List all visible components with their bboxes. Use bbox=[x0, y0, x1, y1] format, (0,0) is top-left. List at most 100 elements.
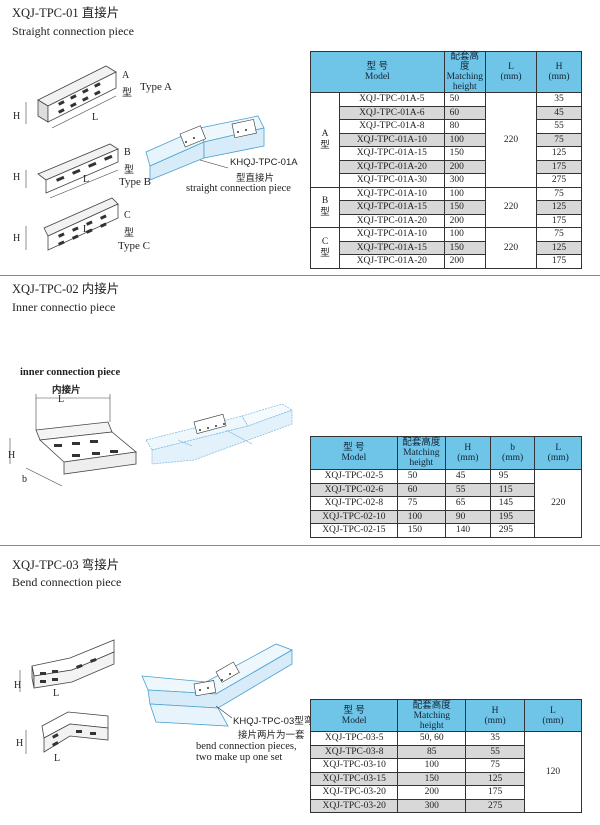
type-c-dim-l: L bbox=[83, 224, 90, 235]
model-cell: XQJ-TPC-01A-8 bbox=[339, 119, 445, 134]
matching-height-cell: 75 bbox=[396, 496, 446, 511]
type-c-cn: 型 bbox=[124, 228, 134, 239]
h-cell: 275 bbox=[536, 173, 582, 188]
h-cell: 175 bbox=[536, 254, 582, 269]
matching-height-cell: 85 bbox=[397, 744, 467, 759]
group-letter: C bbox=[321, 236, 329, 247]
section-2-title: XQJ-TPC-02 内接片 bbox=[12, 282, 120, 296]
b-cell: 145 bbox=[489, 496, 536, 511]
inner-connection-label-en: inner connection piece bbox=[20, 367, 121, 378]
matching-height-cell: 200 bbox=[443, 254, 487, 269]
type-a-cn: 型 bbox=[122, 88, 132, 99]
type-a-dim-l: L bbox=[92, 112, 99, 123]
h-cell: 75 bbox=[536, 132, 582, 147]
bend-connection-assembly-drawing bbox=[141, 643, 293, 727]
bend-callout-cn2: 接片两片为一套 bbox=[238, 730, 305, 741]
bend-top-dim-h: H bbox=[14, 680, 22, 691]
model-cell: XQJ-TPC-02-15 bbox=[310, 523, 398, 538]
type-b-piece-drawing bbox=[25, 143, 119, 199]
b-cell: 195 bbox=[489, 509, 536, 524]
bend-bottom-dim-h: H bbox=[16, 738, 24, 749]
model-cell: XQJ-TPC-01A-6 bbox=[339, 105, 445, 120]
matching-height-cell: 300 bbox=[443, 173, 487, 188]
matching-height-cell: 150 bbox=[396, 523, 446, 538]
type-a-dim-h: H bbox=[13, 111, 21, 122]
l-cell: 220 bbox=[485, 92, 537, 188]
matching-height-cell: 100 bbox=[443, 227, 487, 242]
model-cell: XQJ-TPC-02-6 bbox=[310, 482, 398, 497]
model-cell: XQJ-TPC-01A-15 bbox=[339, 200, 445, 215]
section-1-title: XQJ-TPC-01 直接片 bbox=[12, 6, 120, 20]
model-cell: XQJ-TPC-01A-30 bbox=[339, 173, 445, 188]
col-l: L(mm) bbox=[523, 699, 583, 732]
h-cell: 75 bbox=[465, 758, 525, 773]
matching-height-cell: 150 bbox=[443, 200, 487, 215]
section-divider bbox=[0, 275, 600, 276]
section-1-subtitle: Straight connection piece bbox=[12, 24, 134, 38]
callout-model: KHQJ-TPC-01A bbox=[230, 157, 298, 168]
bend-piece-top-drawing bbox=[19, 639, 115, 692]
b-cell: 95 bbox=[489, 469, 536, 484]
l-cell: 120 bbox=[523, 731, 583, 813]
type-b-dim-h: H bbox=[13, 172, 21, 183]
h-cell: 45 bbox=[536, 105, 582, 120]
model-cell: XQJ-TPC-01A-5 bbox=[339, 92, 445, 107]
matching-height-cell: 100 bbox=[397, 758, 467, 773]
section-3-subtitle: Bend connection piece bbox=[12, 575, 122, 589]
inner-dim-b: b bbox=[22, 474, 27, 485]
col-h: H(mm) bbox=[444, 436, 491, 470]
inner-dim-h: H bbox=[8, 450, 16, 461]
h-cell: 55 bbox=[444, 482, 491, 497]
group-letter: A bbox=[321, 128, 329, 139]
type-a-piece-drawing bbox=[25, 65, 117, 129]
inner-connection-piece-drawing bbox=[9, 394, 137, 487]
model-cell: XQJ-TPC-03-10 bbox=[309, 758, 399, 773]
matching-height-cell: 50 bbox=[443, 92, 487, 107]
type-b-cn: 型 bbox=[124, 165, 134, 176]
model-cell: XQJ-TPC-02-8 bbox=[310, 496, 398, 511]
h-cell: 55 bbox=[465, 744, 525, 759]
model-cell: XQJ-TPC-03-20 bbox=[309, 785, 399, 800]
model-cell: XQJ-TPC-01A-20 bbox=[339, 254, 445, 269]
section-divider bbox=[0, 545, 600, 546]
b-cell: 115 bbox=[489, 482, 536, 497]
group-cn: 型 bbox=[320, 140, 330, 151]
matching-height-cell: 200 bbox=[397, 785, 467, 800]
bend-callout-en1: bend connection pieces, bbox=[196, 741, 297, 752]
bend-callout-en2: two make up one set bbox=[196, 752, 283, 763]
h-cell: 35 bbox=[536, 92, 582, 107]
h-cell: 65 bbox=[444, 496, 491, 511]
matching-height-cell: 50, 60 bbox=[397, 731, 467, 746]
h-cell: 55 bbox=[536, 119, 582, 134]
matching-height-cell: 300 bbox=[397, 798, 467, 813]
model-cell: XQJ-TPC-01A-10 bbox=[339, 132, 445, 147]
bend-callout-cn1: KHQJ-TPC-03型弯 bbox=[233, 716, 314, 727]
h-cell: 90 bbox=[444, 509, 491, 524]
model-cell: XQJ-TPC-01A-10 bbox=[339, 186, 445, 201]
col-h: H(mm) bbox=[465, 699, 525, 732]
